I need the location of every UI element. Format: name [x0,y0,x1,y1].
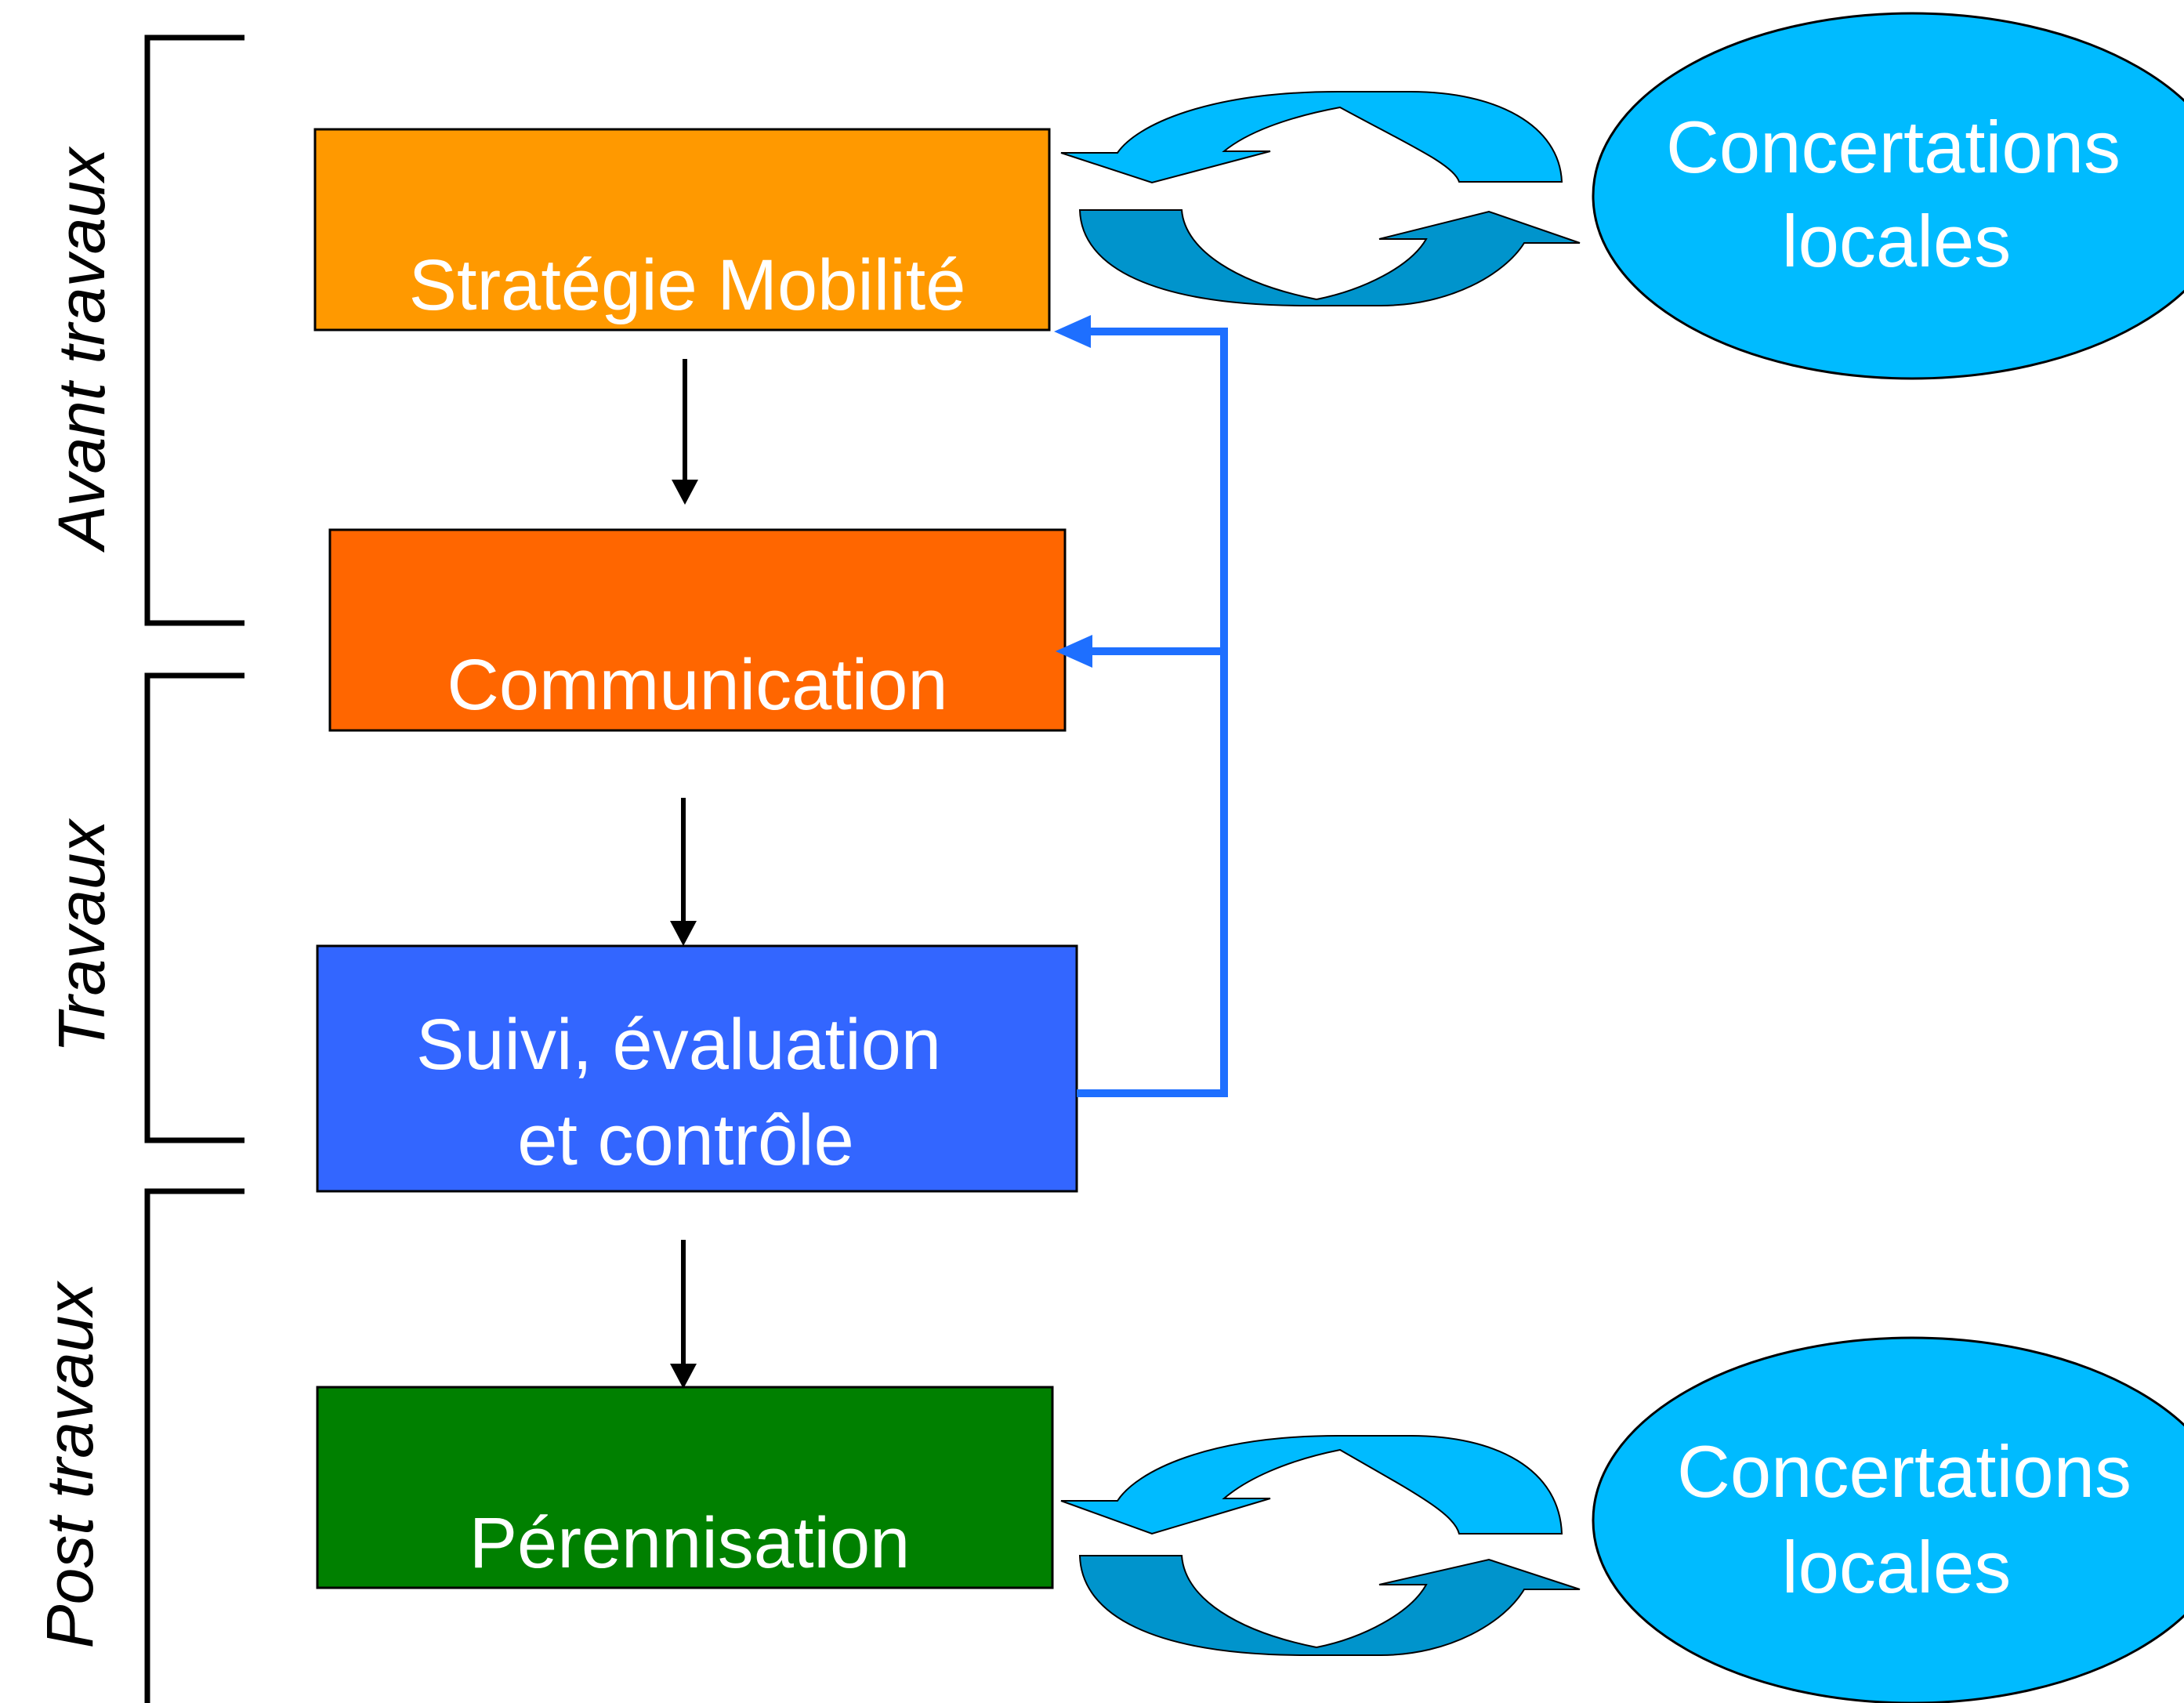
box-strategie-mobilite-label: Stratégie Mobilité [409,245,966,325]
flow-arrowhead-2 [670,921,697,946]
box-strategie-mobilite [313,128,1051,332]
cycle-arrows-bottom [1060,1435,1581,1656]
phase-bracket-travaux [144,672,244,1143]
feedback-loop-line [1077,328,1228,1097]
phase-label-post: Post travaux [33,1281,107,1649]
concertations-top-line1: Concertations [1666,106,2121,188]
concertations-bottom-line2: locales [1782,1526,2012,1608]
box-suivi-evaluation-controle [316,944,1078,1193]
feedback-arrowhead-strategie [1054,315,1091,348]
phase-bracket-avant [144,34,244,626]
cycle-arrows-top [1060,91,1581,306]
concertations-ellipse-top [1592,12,2184,380]
concertations-ellipse-bottom [1592,1336,2184,1703]
concertations-top-line2: locales [1782,200,2012,282]
box-communication [328,528,1067,732]
phase-label-avant: Avant travaux [45,146,118,553]
cycle-arrow-top-lower [1078,209,1581,306]
cycle-arrow-bottom-upper [1060,1435,1563,1535]
box-perennisation-label: Pérennisation [469,1503,911,1583]
cycle-arrow-top-upper [1060,91,1563,184]
flow-arrowhead-1 [672,480,698,505]
feedback-arrowhead-communication [1056,635,1092,668]
phase-label-travaux: Travaux [45,817,118,1053]
cycle-arrow-bottom-lower [1078,1555,1581,1656]
box-communication-label: Communication [447,645,947,725]
phase-bracket-post [144,1188,244,1703]
flow-arrowhead-3 [670,1364,697,1389]
concertations-bottom-line1: Concertations [1677,1430,2131,1513]
box-suivi-label-line2: et contrôle [517,1100,854,1180]
box-perennisation [316,1386,1054,1589]
box-suivi-label-line1: Suivi, évaluation [416,1005,941,1085]
